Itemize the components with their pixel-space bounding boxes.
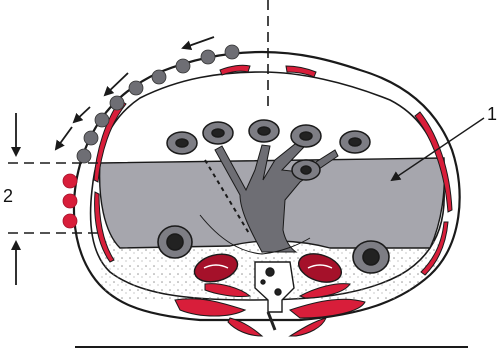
label-2: 2: [3, 186, 13, 207]
bowel-position-dots-red: [63, 174, 77, 228]
label-1: 1: [487, 104, 497, 125]
